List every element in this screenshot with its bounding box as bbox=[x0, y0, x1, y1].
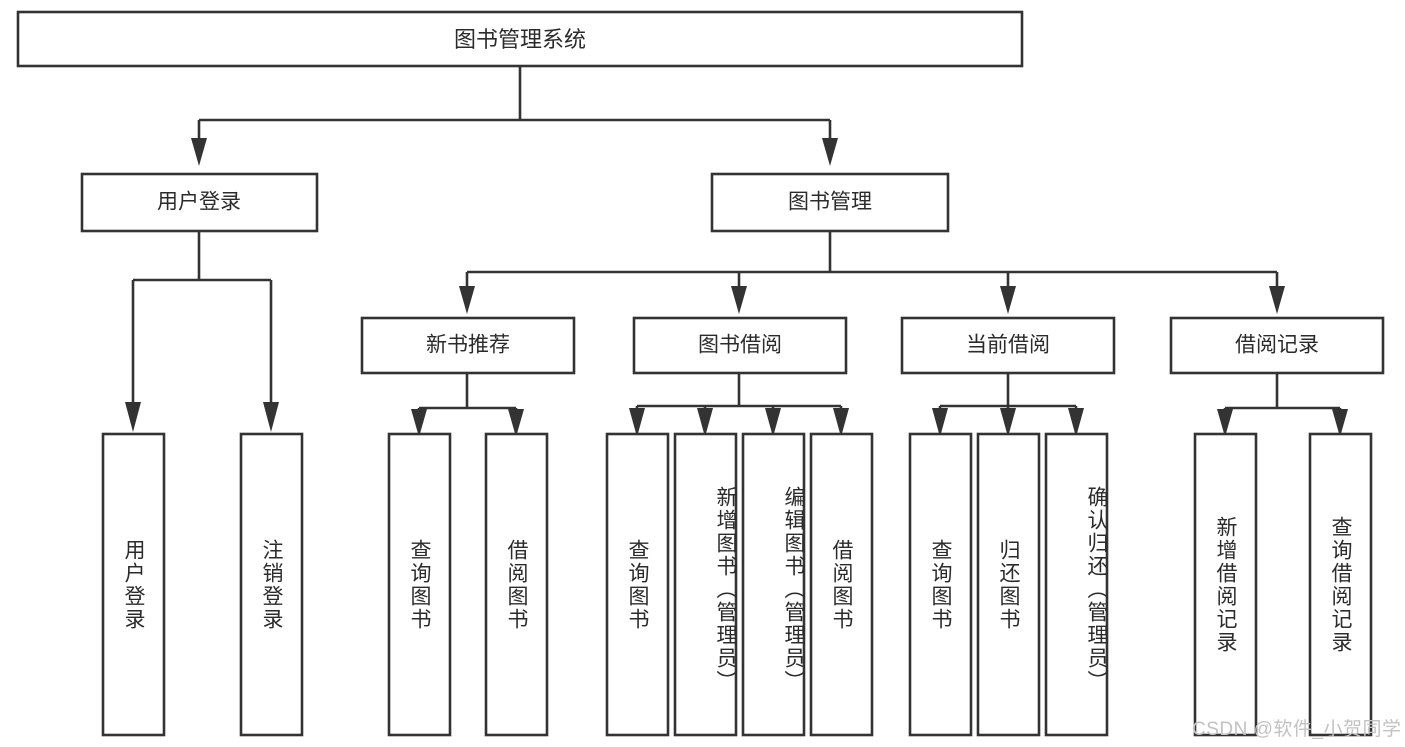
arrow-root-to-manage bbox=[822, 138, 838, 166]
node-box-leaf-current-borrow-2[interactable] bbox=[976, 432, 1041, 737]
node-box-leaf-book-borrow-3[interactable] bbox=[741, 432, 806, 737]
node-box-leaf-book-borrow-1[interactable] bbox=[605, 432, 670, 737]
arrow-login-leaf-1 bbox=[125, 402, 141, 432]
node-box-book-borrow[interactable] bbox=[632, 316, 848, 375]
label-book-manage: 图书管理 bbox=[788, 191, 872, 214]
node-box-user-login[interactable] bbox=[80, 172, 319, 233]
arrow-manage-child-1 bbox=[459, 286, 475, 314]
label-user-login: 用户登录 bbox=[157, 191, 241, 214]
node-box-leaf-current-borrow-1[interactable] bbox=[908, 432, 973, 737]
node-box-leaf-new-book-1[interactable] bbox=[387, 432, 452, 737]
watermark: CSDN @软件_小贺同学 bbox=[1192, 719, 1402, 740]
connector-group-user-login bbox=[125, 231, 279, 432]
node-box-leaf-book-borrow-4[interactable] bbox=[809, 432, 874, 737]
label-current-borrow: 当前借阅 bbox=[966, 334, 1050, 357]
label-book-borrow: 图书借阅 bbox=[698, 334, 782, 357]
connector-group-root bbox=[191, 66, 838, 166]
arrow-newbook-leaf-1 bbox=[411, 409, 427, 437]
node-box-new-book-recommend[interactable] bbox=[360, 316, 576, 375]
arrow-borrow-leaf-3 bbox=[765, 408, 781, 437]
node-box-leaf-user-login-2[interactable] bbox=[239, 432, 304, 737]
node-box-leaf-user-login-1[interactable] bbox=[101, 432, 166, 737]
connector-group-current-borrow bbox=[932, 373, 1084, 437]
node-box-book-manage[interactable] bbox=[710, 172, 950, 233]
arrow-borrow-leaf-1 bbox=[629, 408, 645, 437]
arrow-borrow-leaf-2 bbox=[697, 408, 713, 437]
arrow-manage-child-3 bbox=[1000, 286, 1016, 314]
arrow-record-leaf-2 bbox=[1332, 409, 1348, 437]
node-box-leaf-borrow-record-2[interactable] bbox=[1308, 432, 1373, 737]
label-root: 图书管理系统 bbox=[454, 27, 586, 52]
label-borrow-record: 借阅记录 bbox=[1235, 334, 1319, 357]
arrow-newbook-leaf-2 bbox=[508, 409, 524, 437]
connector-group-new-book bbox=[411, 373, 524, 437]
node-box-current-borrow[interactable] bbox=[900, 316, 1116, 375]
node-box-leaf-book-borrow-2[interactable] bbox=[673, 432, 738, 737]
label-new-book-recommend: 新书推荐 bbox=[426, 334, 510, 357]
arrow-root-to-login bbox=[191, 138, 207, 166]
node-box-root[interactable] bbox=[16, 10, 1024, 68]
connector-group-book-manage bbox=[459, 231, 1285, 314]
connector-group-borrow-record bbox=[1217, 373, 1348, 437]
arrow-manage-child-2 bbox=[731, 286, 747, 314]
arrow-login-leaf-2 bbox=[263, 402, 279, 432]
node-box-leaf-borrow-record-1[interactable] bbox=[1193, 432, 1258, 737]
arrow-current-leaf-3 bbox=[1068, 408, 1084, 437]
arrow-record-leaf-1 bbox=[1217, 409, 1233, 437]
node-box-leaf-new-book-2[interactable] bbox=[484, 432, 549, 737]
arrow-current-leaf-2 bbox=[1000, 408, 1016, 437]
node-box-borrow-record[interactable] bbox=[1169, 316, 1385, 375]
arrow-current-leaf-1 bbox=[932, 408, 948, 437]
arrow-borrow-leaf-4 bbox=[833, 408, 849, 437]
arrow-manage-child-4 bbox=[1269, 286, 1285, 314]
connector-group-book-borrow bbox=[629, 373, 849, 437]
node-box-leaf-current-borrow-3[interactable] bbox=[1044, 432, 1109, 737]
